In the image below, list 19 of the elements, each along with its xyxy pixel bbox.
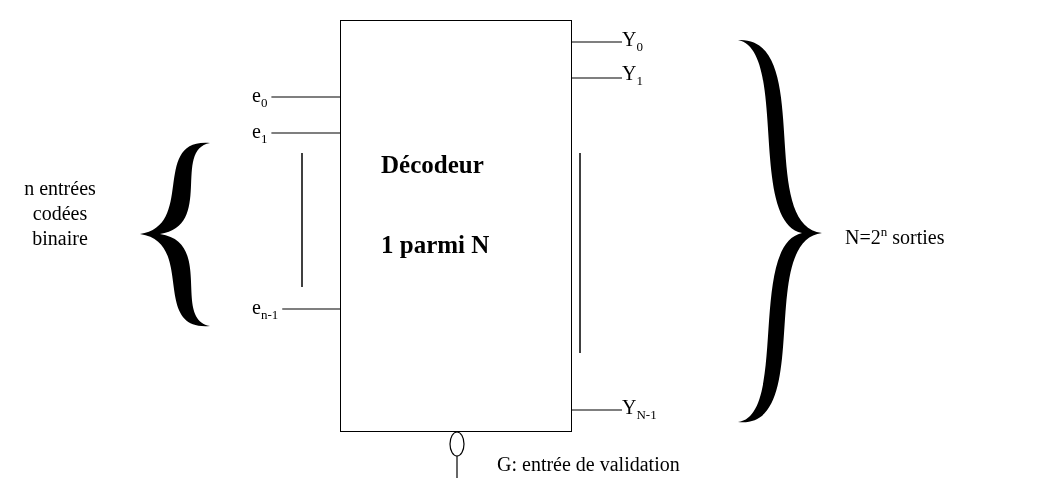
block-title: 1 parmi N bbox=[381, 231, 490, 259]
decoder-block bbox=[340, 20, 572, 432]
pin-label: e$_{n-1}$ bbox=[252, 296, 279, 323]
pin-line bbox=[281, 308, 341, 310]
pin-label: e$_{1}$ bbox=[252, 120, 268, 147]
pin-label: e$_{0}$ bbox=[252, 84, 268, 111]
brace-label: N=2$^{n}$ sorties bbox=[845, 224, 945, 250]
pin-label: Y$_{N-1}$ bbox=[622, 396, 657, 423]
pin-label: Y$_{1}$ bbox=[622, 62, 643, 89]
pin-label: Y$_{0}$ bbox=[622, 28, 643, 55]
pin-line bbox=[571, 409, 623, 411]
edge-label: G: entrée de validation bbox=[497, 453, 680, 475]
pin-line bbox=[270, 132, 341, 134]
pin-line bbox=[571, 41, 623, 43]
block-title: Décodeur bbox=[381, 151, 484, 179]
pin-line bbox=[270, 96, 341, 98]
brace-label: n entrées codées binaire bbox=[23, 176, 97, 251]
enable-line bbox=[449, 431, 465, 479]
pin-line bbox=[571, 77, 623, 79]
